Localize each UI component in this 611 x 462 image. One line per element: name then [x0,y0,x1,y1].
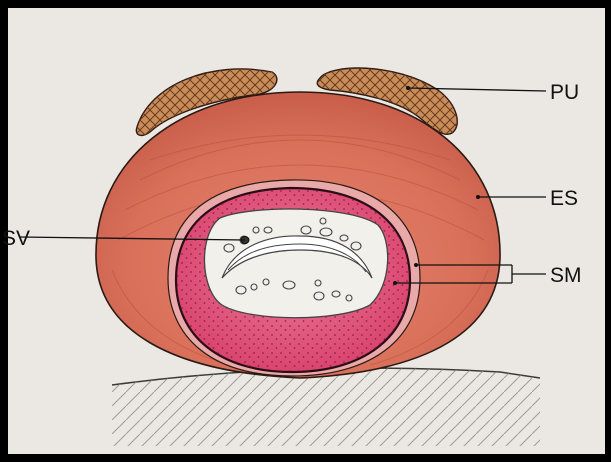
label-sv: SV [2,227,30,250]
ground-hatching [112,368,540,446]
label-pu: PU [550,81,579,104]
label-es: ES [550,187,578,210]
label-sm: SM [550,264,582,287]
